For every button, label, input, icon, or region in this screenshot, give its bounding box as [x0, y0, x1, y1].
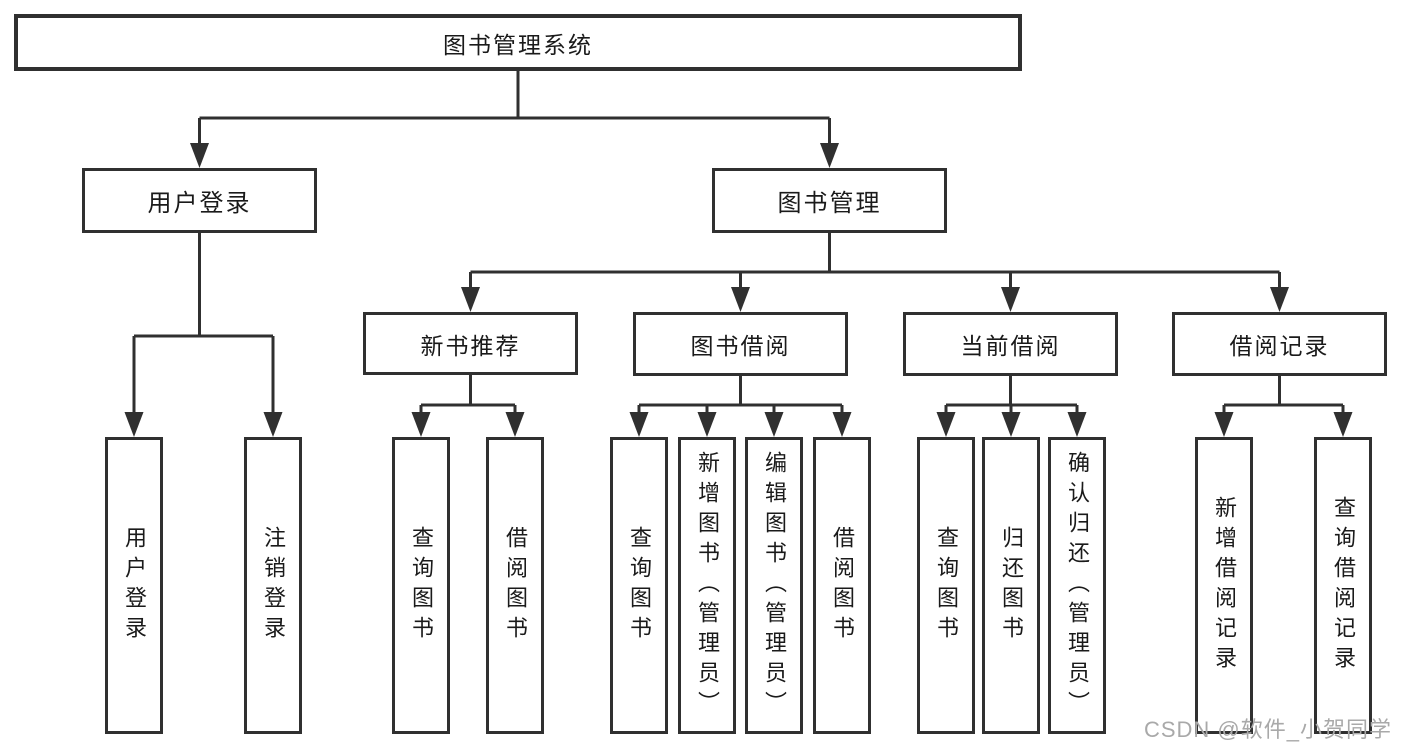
leaf-edit-books-admin: 编辑图书（管理员） [745, 437, 803, 734]
leaf-add-borrow-record: 新增借阅记录 [1195, 437, 1253, 734]
leaf-query-books-current: 查询图书 [917, 437, 975, 734]
leaf-user-login: 用户登录 [105, 437, 163, 734]
leaf-logout: 注销登录 [244, 437, 302, 734]
leaf-query-borrow-record: 查询借阅记录 [1314, 437, 1372, 734]
leaf-borrow-books-borrowing: 借阅图书 [813, 437, 871, 734]
leaf-add-books-admin: 新增图书（管理员） [678, 437, 736, 734]
leaf-confirm-return-admin: 确认归还（管理员） [1048, 437, 1106, 734]
node-book-borrowing: 图书借阅 [633, 312, 848, 376]
leaf-query-books-borrowing: 查询图书 [610, 437, 668, 734]
node-book-management: 图书管理 [712, 168, 947, 233]
node-new-book-recommend: 新书推荐 [363, 312, 578, 375]
arrowheads [124, 143, 1353, 437]
leaf-query-books-recommend: 查询图书 [392, 437, 450, 734]
csdn-watermark: CSDN @软件_小贺同学 [1143, 717, 1392, 742]
leaf-borrow-books-recommend: 借阅图书 [486, 437, 544, 734]
leaf-return-books: 归还图书 [982, 437, 1040, 734]
node-borrowing-records: 借阅记录 [1172, 312, 1387, 376]
node-user-login: 用户登录 [82, 168, 317, 233]
node-root: 图书管理系统 [14, 14, 1022, 71]
node-current-borrowing: 当前借阅 [903, 312, 1118, 376]
